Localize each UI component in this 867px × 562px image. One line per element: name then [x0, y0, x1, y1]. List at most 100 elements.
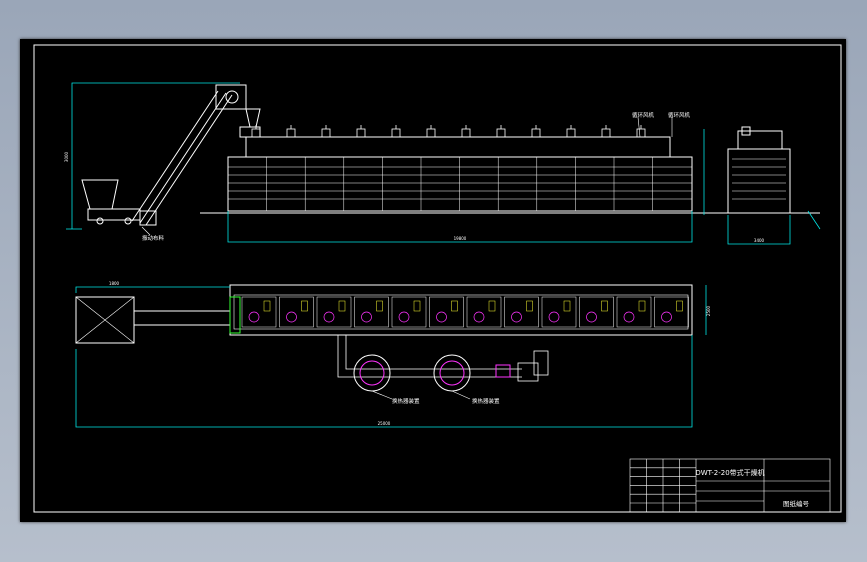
callout-exchanger-left: 换热器装置 [392, 397, 420, 405]
plan-fan-circle [286, 311, 297, 323]
fan-unit [391, 128, 401, 138]
plan-heater [263, 300, 271, 312]
plan-heater [601, 300, 608, 312]
drawing-title: DWT-2-20带式干燥机 [695, 468, 764, 477]
plan-cell [429, 296, 464, 328]
plan-view: 换热器装置 换热器装置 1800 2500 25000 [75, 281, 711, 428]
plan-cell [354, 296, 389, 328]
fan-unit [251, 128, 261, 138]
plan-fan-cells [241, 296, 689, 328]
plan-cell [579, 296, 614, 328]
fan-unit [356, 128, 366, 138]
cad-drawing: 19800 3000 3400 循环风机 循环风机 振动布料 [33, 44, 842, 513]
plan-cell [616, 296, 652, 328]
plan-fan-circle [511, 311, 522, 323]
plan-cell [654, 296, 689, 328]
dim-plan-width: 2500 [706, 305, 711, 316]
plan-heater [638, 300, 646, 312]
elevator-head [215, 84, 247, 110]
plan-feed-end [229, 296, 241, 334]
circulation-fans [251, 125, 646, 138]
elevation-view: 19800 3000 3400 循环风机 循环风机 振动布料 [64, 82, 821, 245]
elevator-foot [139, 210, 157, 226]
plan-heater [301, 300, 308, 312]
fan-unit [321, 128, 331, 138]
callout-fan-left: 循环风机 [632, 111, 655, 119]
dryer-section-dividers [266, 157, 653, 211]
plan-fan-circle [248, 311, 260, 323]
plan-fan-circle [661, 311, 672, 323]
hot-air-pipework [337, 335, 549, 382]
callout-exchanger-right: 换热器装置 [472, 397, 500, 405]
heat-exchanger-right-inner [439, 360, 465, 386]
plan-heater [526, 300, 533, 312]
plan-cell [504, 296, 539, 328]
drawing-sheet: 19800 3000 3400 循环风机 循环风机 振动布料 [20, 39, 846, 522]
elevator-drive [225, 90, 239, 104]
discharge-chute [245, 108, 261, 128]
side-view-fan [741, 126, 751, 136]
feed-hopper [81, 179, 119, 210]
fan-unit [461, 128, 471, 138]
dim-side-width: 3400 [754, 238, 765, 243]
plan-heater [413, 300, 421, 312]
plan-fan-circle [436, 311, 447, 323]
elevator-rail-2 [139, 92, 227, 224]
elevator-rail-1 [131, 90, 219, 222]
plan-cell [466, 296, 502, 328]
plan-fan-circle [586, 311, 597, 323]
plan-heater [676, 300, 683, 312]
plan-fan-circle [548, 311, 560, 323]
feeder-wheel [96, 217, 104, 225]
burner-box [495, 364, 511, 378]
dim-total-length: 19800 [454, 236, 467, 241]
heat-exchanger-left-inner [359, 360, 385, 386]
fan-unit [286, 128, 296, 138]
plan-dryer-body [229, 284, 693, 336]
side-view-layers [732, 158, 786, 200]
elevation-dimensions [66, 82, 821, 245]
dim-plan-feed: 1800 [109, 281, 120, 286]
plan-cell [391, 296, 427, 328]
dim-plan-total: 25000 [378, 421, 391, 426]
feeder-base [87, 208, 141, 221]
fan-unit [496, 128, 506, 138]
drawing-number-label: 图纸编号 [783, 499, 810, 508]
dryer-body [227, 156, 693, 212]
fan-unit [636, 128, 646, 138]
plan-cell [316, 296, 352, 328]
side-view-body [727, 148, 791, 214]
plan-heater [563, 300, 571, 312]
title-block [629, 458, 831, 513]
plan-fan-circle [361, 311, 372, 323]
inner-frame [33, 44, 842, 513]
plan-fan-circle [473, 311, 485, 323]
plan-heater [338, 300, 346, 312]
dryer-roof [245, 136, 671, 158]
heat-exchanger-right [433, 354, 471, 392]
dim-height-left: 3000 [64, 151, 69, 162]
plan-cell [279, 296, 314, 328]
plan-dryer-inner [233, 294, 689, 330]
plan-cell [541, 296, 577, 328]
fan-unit [426, 128, 436, 138]
plan-heater [488, 300, 496, 312]
distributor [239, 126, 261, 138]
plan-fan-circle [623, 311, 635, 323]
fan-unit [566, 128, 576, 138]
elevator-rail-3 [145, 94, 233, 226]
callout-fan-right: 循环风机 [668, 111, 691, 119]
dryer-conveyor-layers [228, 166, 692, 200]
heat-exchanger-left [353, 354, 391, 392]
fan-unit [601, 128, 611, 138]
callout-feeder: 振动布料 [142, 234, 165, 242]
plan-elevator [133, 310, 231, 326]
fan-unit [531, 128, 541, 138]
plan-dimensions [75, 285, 707, 428]
plan-fan-circle [323, 311, 335, 323]
plan-heater [451, 300, 458, 312]
plan-cell [241, 296, 277, 328]
side-view-top [737, 130, 783, 150]
feeder-wheel-2 [124, 217, 132, 225]
plan-fan-circle [398, 311, 410, 323]
